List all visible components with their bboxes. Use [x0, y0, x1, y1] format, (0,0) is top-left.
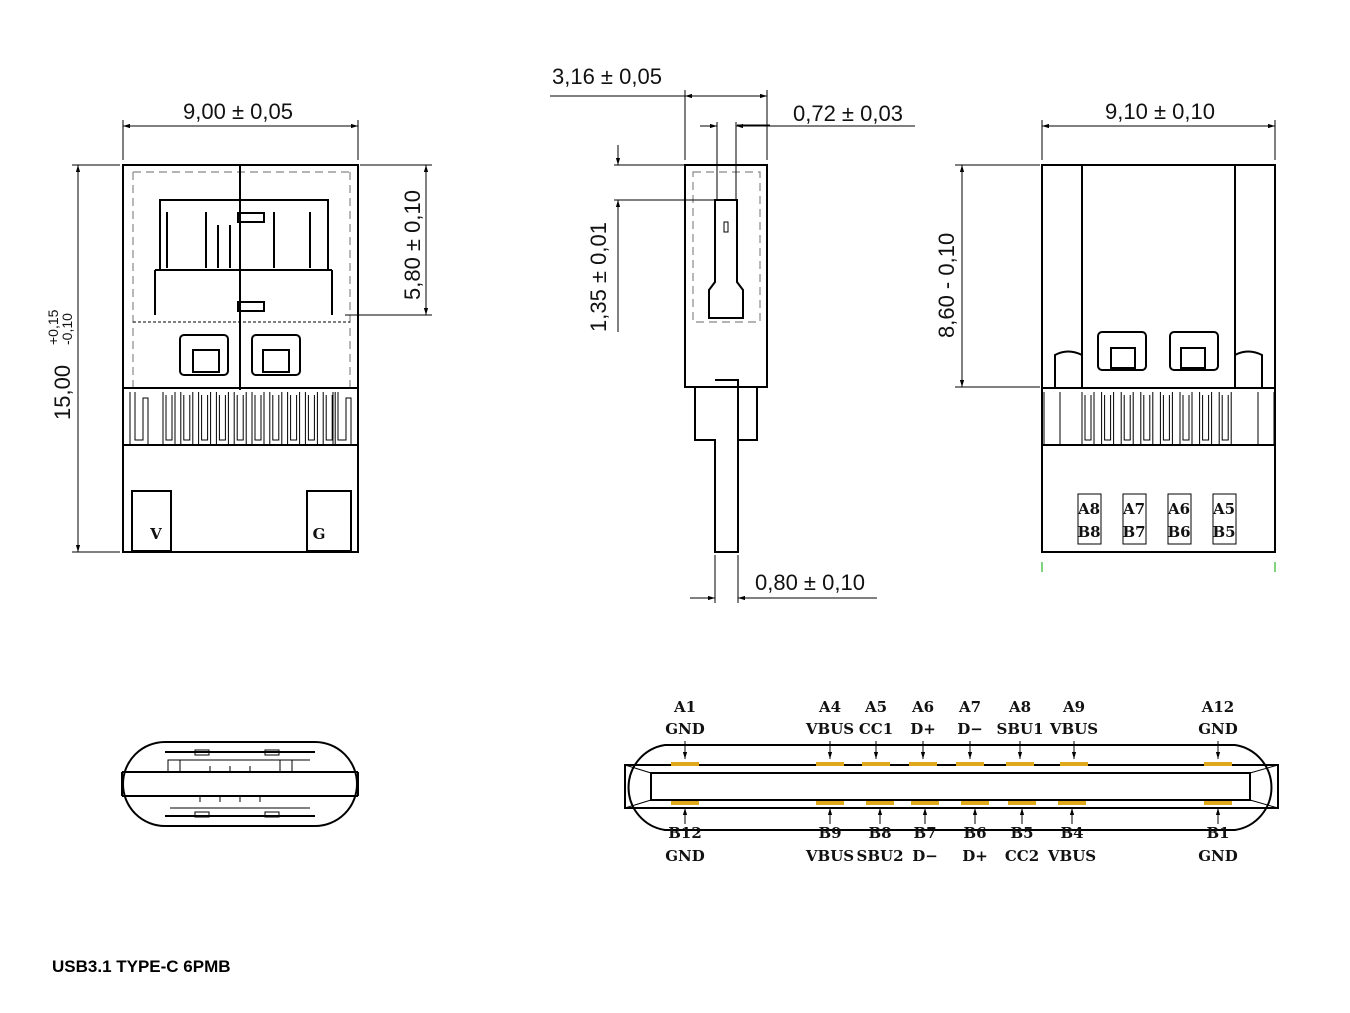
- pin-signal-top: SBU1: [996, 720, 1043, 738]
- contact-finger: [198, 392, 212, 446]
- dim-side-tongue: 0,72 ± 0,03: [793, 101, 903, 126]
- dim-front-height-tol-minus: -0,10: [59, 313, 75, 345]
- pin-id-bottom: B7: [913, 824, 936, 842]
- shell-finger: [332, 392, 352, 446]
- pin-id-top: A12: [1201, 698, 1235, 716]
- pin-signal-top: GND: [1198, 720, 1238, 738]
- pin-signal-top: VBUS: [805, 720, 854, 738]
- dim-front-inner-height: 5,80 ± 0,10: [400, 190, 425, 300]
- dim-side-pcb: 0,80 ± 0,10: [755, 570, 865, 595]
- pin-id-top: A5: [864, 698, 887, 716]
- contact-finger: [251, 392, 265, 446]
- pin-signal-top: VBUS: [1049, 720, 1098, 738]
- shell-finger: [1043, 392, 1061, 446]
- pin-signal-bottom: D+: [962, 847, 988, 865]
- dim-side-offset: 1,35 ± 0,01: [586, 222, 611, 332]
- back-label-bottom: B8: [1077, 523, 1100, 541]
- back-label-top: A8: [1077, 500, 1100, 518]
- dim-front-height-tol-plus: +0,15: [45, 309, 61, 345]
- dim-side-thickness: 3,16 ± 0,05: [552, 64, 662, 89]
- pin-id-top: A9: [1062, 698, 1085, 716]
- pad-label-v: V: [149, 525, 162, 543]
- contact-finger: [1120, 392, 1134, 446]
- pin-signal-bottom: CC2: [1005, 847, 1039, 865]
- contact-finger: [162, 392, 176, 446]
- pin-signal-top: CC1: [859, 720, 893, 738]
- pin-id-bottom: B8: [868, 824, 891, 842]
- pin-signal-bottom: VBUS: [1047, 847, 1096, 865]
- contact-finger: [215, 392, 229, 446]
- dim-front-width: 9,00 ± 0,05: [183, 99, 293, 124]
- pad-label-g: G: [313, 525, 326, 543]
- dim-back-height: 8,60 - 0,10: [934, 233, 959, 338]
- pin-signal-bottom: D−: [912, 847, 938, 865]
- shell-finger: [1257, 392, 1275, 446]
- end-view: [121, 741, 359, 827]
- drawing-title: USB3.1 TYPE-C 6PMB: [52, 957, 231, 976]
- contact-finger: [1101, 392, 1115, 446]
- contact-finger: [1199, 392, 1213, 446]
- pin-label-box: [1167, 493, 1192, 545]
- contact-finger: [287, 392, 301, 446]
- contact-finger: [304, 392, 318, 446]
- contact-finger: [1140, 392, 1154, 446]
- pin-id-bottom: B4: [1060, 824, 1083, 842]
- back-label-bottom: B5: [1212, 523, 1235, 541]
- pin-id-top: A1: [673, 698, 696, 716]
- pin-signal-top: D−: [957, 720, 983, 738]
- pin-signal-top: GND: [665, 720, 705, 738]
- back-label-bottom: B7: [1122, 523, 1145, 541]
- pin-id-top: A7: [958, 698, 981, 716]
- pin-id-top: A6: [911, 698, 934, 716]
- side-view: 3,16 ± 0,05 0,72 ± 0,03 1,35 ± 0,01 0,80…: [550, 64, 915, 603]
- contact-finger: [1081, 392, 1095, 446]
- back-label-bottom: B6: [1167, 523, 1190, 541]
- contact-finger: [269, 392, 283, 446]
- contact-finger: [322, 392, 336, 446]
- pin-id-top: A4: [818, 698, 841, 716]
- back-label-top: A7: [1122, 500, 1145, 518]
- dim-back-width: 9,10 ± 0,10: [1105, 99, 1215, 124]
- contact-finger: [1179, 392, 1193, 446]
- pin-signal-top: D+: [910, 720, 936, 738]
- pin-id-bottom: B12: [668, 824, 702, 842]
- pin-id-bottom: B6: [963, 824, 986, 842]
- pin-signal-bottom: SBU2: [856, 847, 903, 865]
- contact-finger: [1218, 392, 1232, 446]
- pin-id-bottom: B9: [818, 824, 841, 842]
- pin-label-box: [1212, 493, 1237, 545]
- pin-signal-bottom: VBUS: [805, 847, 854, 865]
- front-view: V G 9,00 ± 0,05 15,00 +0,15 -0,10 5,80 ±…: [45, 99, 432, 553]
- back-label-top: A5: [1212, 500, 1235, 518]
- back-label-top: A6: [1167, 500, 1190, 518]
- pin-signal-bottom: GND: [1198, 847, 1238, 865]
- pin-label-box: [1077, 493, 1102, 545]
- pin-id-top: A8: [1008, 698, 1031, 716]
- dim-front-height: 15,00: [50, 365, 75, 420]
- pin-id-bottom: B1: [1206, 824, 1229, 842]
- pin-id-bottom: B5: [1010, 824, 1033, 842]
- contact-finger: [180, 392, 194, 446]
- pin-signal-bottom: GND: [665, 847, 705, 865]
- contact-finger: [233, 392, 247, 446]
- pin-label-box: [1122, 493, 1147, 545]
- shell-finger: [129, 392, 149, 446]
- contact-finger: [1159, 392, 1173, 446]
